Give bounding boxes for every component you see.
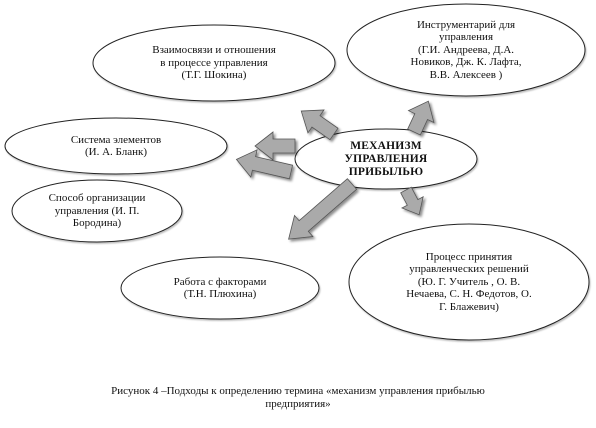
node-relations: Взаимосвязи и отношения в процессе управ…	[114, 38, 314, 88]
arrow-to-decisions	[400, 186, 424, 216]
ellipse-elements	[4, 117, 228, 175]
node-relations-line-1: Взаимосвязи и отношения	[152, 44, 276, 57]
node-tools-line-2: управления	[438, 31, 494, 44]
arrow-to-tools	[407, 100, 435, 136]
node-decisions-line-2: управленческих решений	[409, 263, 529, 276]
node-relations-line-2: в процессе управления	[160, 56, 268, 69]
node-decisions: Процесс принятия управленческих решений …	[379, 248, 559, 316]
node-decisions-line-1: Процесс принятия	[425, 250, 513, 263]
node-center-line-1: МЕХАНИЗМ	[350, 139, 422, 152]
figure-caption-line-1: Рисунок 4 –Подходы к определению термина…	[111, 385, 485, 397]
node-organization: Способ организации управления (И. П. Бор…	[27, 190, 167, 232]
node-relations-line-3: (Т.Г. Шокина)	[181, 69, 247, 82]
ellipse-factors	[120, 256, 320, 320]
node-tools-line-3: (Г.И. Андреева, Д.А.	[417, 43, 515, 56]
node-center: МЕХАНИЗМ УПРАВЛЕНИЯ ПРИБЫЛЬЮ	[316, 138, 456, 180]
ellipse-tools	[346, 3, 586, 97]
node-factors-line-1: Работа с факторами	[173, 275, 267, 288]
arrows-layer	[235, 100, 435, 240]
node-organization-line-3: Бородина)	[72, 217, 122, 230]
node-center-line-3: ПРИБЫЛЬЮ	[348, 165, 424, 178]
ellipse-organization	[11, 179, 183, 243]
node-factors: Работа с факторами (Т.Н. Плюхина)	[145, 272, 295, 304]
node-elements: Система элементов (И. А. Бланк)	[36, 130, 196, 162]
ellipse-decisions	[348, 223, 590, 341]
figure-caption: Рисунок 4 –Подходы к определению термина…	[20, 385, 576, 411]
node-factors-line-2: (Т.Н. Плюхина)	[183, 288, 257, 300]
node-tools-line-1: Инструментарий для	[416, 18, 516, 31]
ellipses-layer	[4, 3, 590, 341]
node-tools: Инструментарий для управления (Г.И. Андр…	[376, 16, 556, 84]
node-decisions-line-4: Нечаева, С. Н. Федотов, О.	[406, 288, 532, 301]
arrow-to-organization	[235, 149, 294, 180]
arrow-to-relations	[300, 109, 339, 141]
node-tools-line-5: В.В. Алексеев )	[429, 68, 503, 81]
ellipse-center	[294, 128, 478, 190]
node-organization-line-1: Способ организации	[48, 192, 146, 205]
node-decisions-line-5: Г. Блажевич)	[439, 300, 499, 313]
node-tools-line-4: Новиков, Дж. К. Лафта,	[410, 56, 522, 69]
node-elements-line-1: Система элементов	[70, 133, 162, 146]
arrow-to-factors	[288, 178, 358, 240]
figure-caption-line-2: предприятия»	[265, 398, 331, 410]
node-center-line-2: УПРАВЛЕНИЯ	[344, 152, 428, 165]
node-organization-line-2: управления (И. П.	[54, 204, 140, 217]
node-decisions-line-3: (Ю. Г. Учитель , О. В.	[417, 275, 521, 288]
ellipse-relations	[92, 24, 336, 102]
node-elements-line-2: (И. А. Бланк)	[85, 146, 147, 158]
arrow-to-elements	[254, 131, 296, 161]
